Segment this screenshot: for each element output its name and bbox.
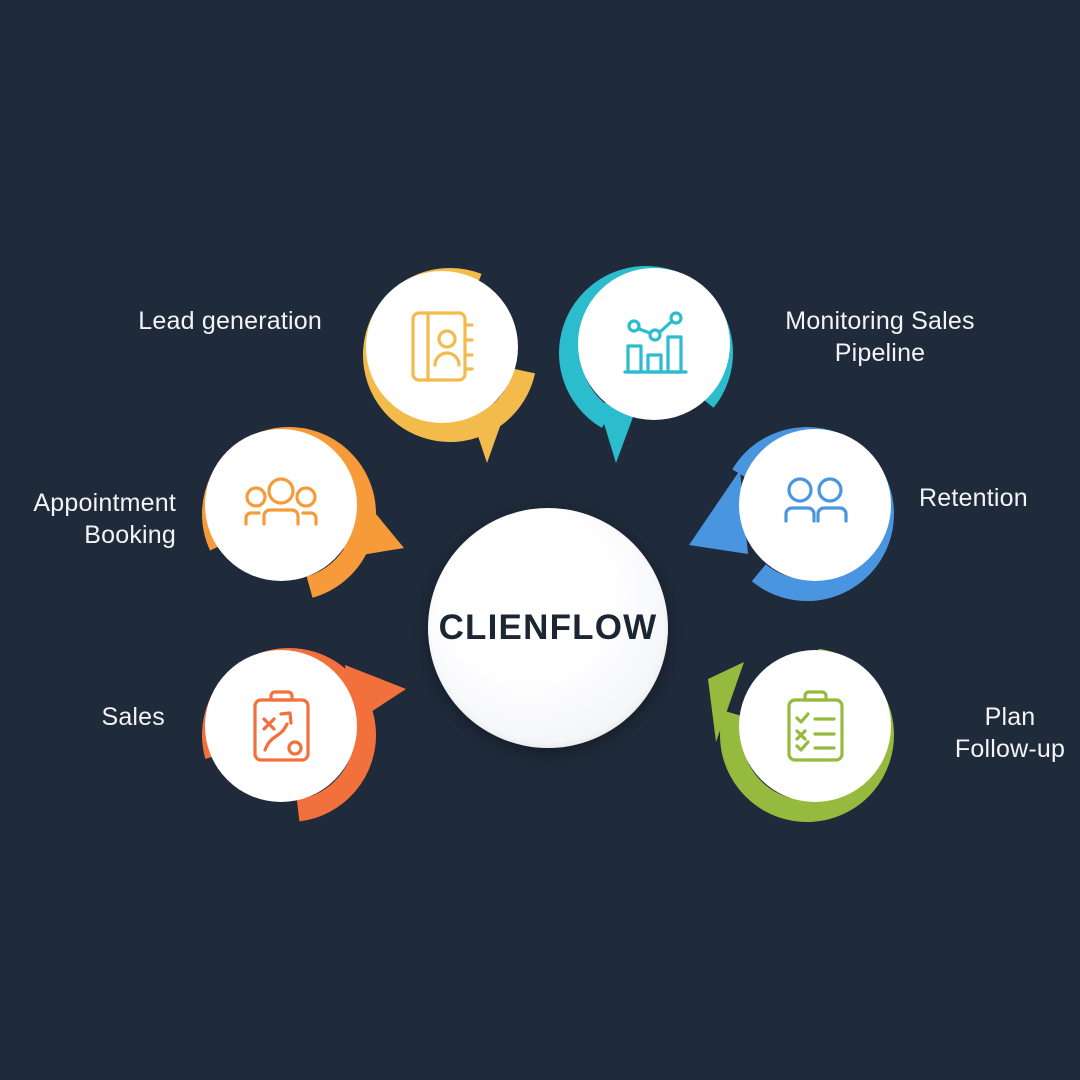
- label-retention: Retention: [919, 484, 1028, 512]
- node-lead-generation[interactable]: [346, 251, 554, 463]
- label-appointment-booking: Appointment Booking: [33, 489, 176, 549]
- node-plan-disc: [739, 650, 891, 802]
- label-lead-generation: Lead generation: [138, 307, 322, 335]
- label-plan-follow-up: Plan Follow-up: [954, 703, 1066, 763]
- label-monitoring-sales-pipeline: Monitoring Sales Pipeline: [785, 307, 975, 367]
- two-users-icon: [784, 477, 848, 523]
- strategy-clipboard-icon: [253, 690, 310, 762]
- node-appointment-booking[interactable]: [187, 412, 404, 615]
- node-sales-disc: [205, 650, 357, 802]
- bar-chart-trend-icon: [623, 311, 688, 374]
- center-hub-label: CLIENFLOW: [438, 608, 658, 647]
- node-plan-follow-up[interactable]: [708, 639, 903, 831]
- node-retention-disc: [739, 429, 891, 581]
- node-appointment-disc: [205, 429, 357, 581]
- node-monitoring-sales-pipeline[interactable]: [542, 249, 750, 463]
- node-retention[interactable]: [689, 414, 907, 615]
- address-book-icon: [411, 311, 474, 382]
- center-hub[interactable]: CLIENFLOW: [428, 508, 668, 748]
- label-sales: Sales: [101, 703, 165, 731]
- node-sales[interactable]: [186, 632, 406, 838]
- clipboard-checklist-icon: [787, 690, 844, 762]
- node-monitoring-disc: [578, 268, 730, 420]
- three-users-icon: [244, 477, 318, 526]
